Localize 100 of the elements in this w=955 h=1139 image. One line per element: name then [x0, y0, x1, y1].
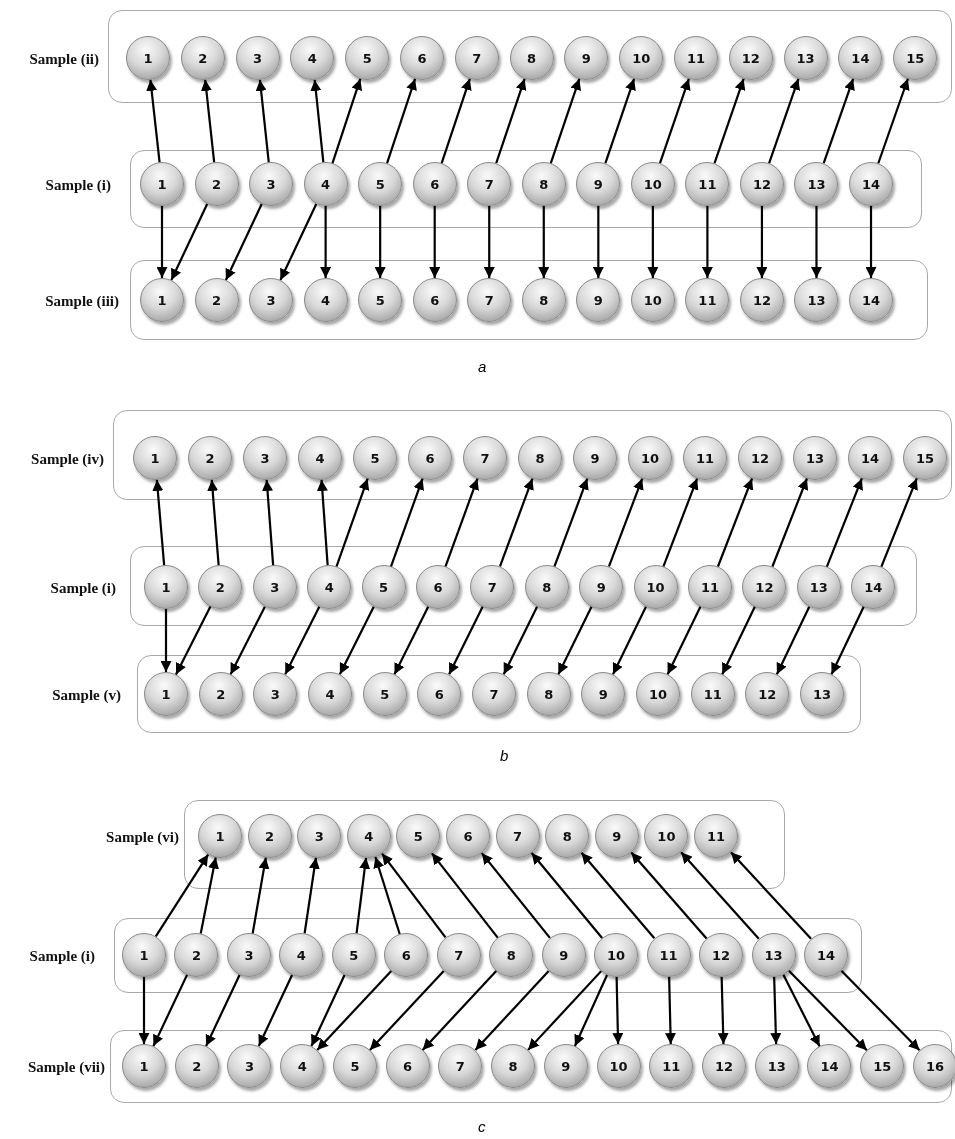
numbered-circle: 4	[280, 1044, 325, 1088]
arrow	[527, 970, 602, 1051]
numbered-circle: 5	[332, 1044, 377, 1088]
numbered-circle: 4	[307, 565, 352, 609]
arrow	[448, 606, 484, 675]
numbered-circle: 14	[849, 162, 893, 206]
numbered-circle: 5	[353, 436, 397, 480]
numbered-circle: 13	[751, 933, 796, 977]
numbered-circle: 13	[754, 1044, 799, 1088]
arrow	[440, 78, 472, 164]
arrow	[200, 79, 216, 163]
numbered-circle: 1	[126, 36, 170, 80]
numbered-circle: 9	[541, 933, 586, 977]
numbered-circle: 3	[249, 162, 294, 206]
arrow	[316, 479, 329, 566]
arrow	[303, 857, 320, 934]
numbered-circle: 8	[545, 814, 590, 858]
arrow	[310, 974, 346, 1047]
numbered-circle: 4	[303, 162, 348, 206]
arrow	[630, 851, 708, 940]
arrow	[355, 857, 371, 934]
arrow	[374, 206, 386, 278]
arrow	[666, 606, 702, 675]
numbered-circle: 14	[838, 36, 883, 80]
numbered-circle: 2	[194, 162, 239, 206]
numbered-circle: 12	[739, 278, 784, 322]
arrow	[251, 857, 270, 934]
arrow	[316, 970, 393, 1051]
numbered-circle: 2	[247, 814, 292, 858]
arrow	[390, 478, 424, 567]
numbered-circle: 15	[903, 436, 947, 480]
arrow	[553, 478, 589, 567]
numbered-circle: 10	[628, 436, 672, 480]
arrow	[713, 78, 746, 164]
arrow	[658, 78, 691, 164]
arrow	[393, 606, 430, 675]
numbered-circle: 2	[198, 565, 243, 609]
numbered-circle: 4	[290, 36, 335, 80]
numbered-circle: 4	[279, 933, 324, 977]
numbered-circle: 8	[521, 278, 566, 322]
numbered-circle: 5	[361, 565, 406, 609]
row-label: Sample (vi)	[106, 828, 179, 846]
numbered-circle: 1	[144, 565, 188, 609]
panel-caption: c	[478, 1118, 486, 1135]
numbered-circle: 10	[594, 933, 639, 977]
numbered-circle: 6	[400, 36, 444, 80]
arrow	[284, 606, 321, 675]
arrow	[170, 203, 209, 281]
numbered-circle: 8	[526, 672, 571, 716]
arrow	[224, 203, 263, 281]
numbered-circle: 9	[573, 436, 617, 480]
arrow	[580, 852, 656, 939]
numbered-circle: 9	[581, 672, 626, 716]
numbered-circle: 11	[646, 933, 691, 977]
numbered-circle: 5	[345, 36, 390, 80]
numbered-circle: 10	[619, 36, 664, 80]
row-label: Sample (iii)	[45, 292, 119, 310]
arrow	[279, 203, 318, 281]
arrow	[229, 606, 266, 675]
numbered-circle: 2	[174, 933, 219, 977]
row-label: Sample (ii)	[29, 50, 99, 68]
arrow	[152, 974, 189, 1047]
numbered-circle: 2	[198, 672, 243, 716]
numbered-circle: 8	[524, 565, 569, 609]
numbered-circle: 1	[140, 278, 184, 322]
arrow	[499, 478, 534, 567]
row-label: Sample (vii)	[27, 1058, 105, 1076]
numbered-circle: 12	[728, 36, 773, 80]
panel-caption: a	[478, 358, 487, 375]
panel-caption: b	[500, 747, 509, 764]
numbered-circle: 15	[893, 36, 938, 80]
arrow	[444, 478, 479, 567]
numbered-circle: 1	[122, 1044, 166, 1088]
arrow	[429, 206, 441, 278]
numbered-circle: 6	[416, 565, 460, 609]
numbered-circle: 3	[297, 814, 342, 858]
row-label: Sample (i)	[45, 176, 111, 194]
arrow	[152, 479, 166, 566]
arrow	[331, 78, 363, 164]
numbered-circle: 2	[194, 278, 239, 322]
arrow	[495, 78, 527, 164]
arrow	[310, 79, 325, 163]
arrow	[207, 479, 220, 566]
arrow	[680, 851, 760, 940]
arrow	[431, 852, 499, 939]
numbered-circle: 12	[739, 162, 784, 206]
numbered-circle: 3	[227, 1044, 272, 1088]
arrow	[647, 206, 659, 278]
arrow	[175, 606, 212, 675]
arrow	[154, 853, 210, 938]
numbered-circle: 4	[298, 436, 342, 480]
numbered-circle: 11	[674, 36, 718, 80]
arrow	[538, 206, 550, 278]
arrow	[262, 479, 275, 566]
numbered-circle: 6	[417, 672, 462, 716]
arrow	[756, 206, 768, 278]
numbered-circle: 9	[543, 1044, 588, 1088]
numbered-circle: 11	[690, 672, 735, 716]
numbered-circle: 8	[509, 36, 554, 80]
arrow	[721, 606, 756, 675]
